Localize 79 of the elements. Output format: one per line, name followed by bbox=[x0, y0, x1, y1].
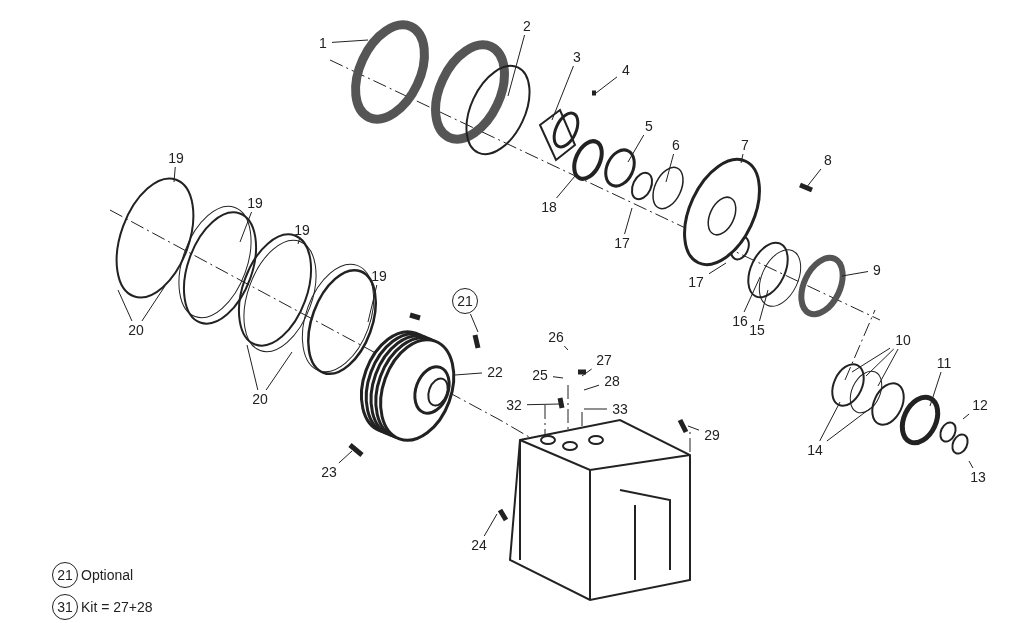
callout-number: 24 bbox=[471, 538, 487, 552]
leader-line bbox=[297, 238, 300, 245]
leader-line bbox=[331, 39, 369, 43]
leader-line bbox=[563, 345, 569, 351]
leader-line bbox=[758, 289, 769, 322]
callout-number: 33 bbox=[612, 402, 628, 416]
leader-line bbox=[805, 168, 822, 189]
callout-number: 25 bbox=[532, 368, 548, 382]
leader-line bbox=[929, 371, 942, 407]
leader-line bbox=[173, 166, 176, 183]
leader-line bbox=[665, 153, 675, 183]
leader-line bbox=[687, 425, 700, 431]
callout-number: 13 bbox=[970, 470, 986, 484]
leader-line bbox=[627, 134, 645, 163]
leader-line bbox=[583, 408, 608, 410]
leader-line bbox=[367, 284, 378, 323]
leader-line bbox=[624, 207, 633, 235]
callout-number: 28 bbox=[604, 374, 620, 388]
leader-line bbox=[819, 401, 841, 442]
callout-number: 12 bbox=[972, 398, 988, 412]
callout-number: 16 bbox=[732, 314, 748, 328]
callout-number: 3 bbox=[573, 50, 581, 64]
legend-note: Kit = 27+28 bbox=[81, 597, 153, 617]
leader-line bbox=[551, 65, 574, 121]
callout-number: 14 bbox=[807, 443, 823, 457]
leader-line bbox=[141, 285, 166, 322]
callout-number: 1 bbox=[319, 36, 327, 50]
callout-number: 19 bbox=[247, 196, 263, 210]
leader-line bbox=[469, 313, 479, 333]
callout-number: 20 bbox=[252, 392, 268, 406]
leader-line bbox=[526, 403, 561, 406]
callout-number: 26 bbox=[548, 330, 564, 344]
leader-line bbox=[454, 372, 483, 376]
callout-number: 29 bbox=[704, 428, 720, 442]
callout-number: 19 bbox=[294, 223, 310, 237]
leader-line bbox=[877, 348, 899, 387]
callout-number: 32 bbox=[506, 398, 522, 412]
leader-line bbox=[338, 450, 353, 464]
callout-number: 19 bbox=[168, 151, 184, 165]
callout-number: 18 bbox=[541, 200, 557, 214]
legend-note: Optional bbox=[81, 565, 134, 585]
callout-number: 2 bbox=[523, 19, 531, 33]
callout-number: 17 bbox=[688, 275, 704, 289]
callout-number: 11 bbox=[936, 356, 952, 370]
leader-line bbox=[962, 413, 970, 420]
circled-callout-number: 21 bbox=[452, 288, 478, 314]
leader-line bbox=[556, 175, 576, 199]
callout-number: 27 bbox=[596, 353, 612, 367]
callout-number: 23 bbox=[321, 465, 337, 479]
callout-number: 5 bbox=[645, 119, 653, 133]
leader-line bbox=[239, 211, 253, 243]
leader-line bbox=[740, 153, 744, 164]
leader-line bbox=[595, 76, 618, 94]
callout-number: 15 bbox=[749, 323, 765, 337]
leader-line bbox=[583, 384, 600, 391]
leader-line bbox=[743, 276, 761, 313]
leader-line bbox=[826, 406, 873, 442]
leader-line bbox=[507, 34, 526, 97]
leader-line bbox=[865, 348, 895, 377]
leader-line bbox=[851, 347, 891, 373]
leader-line bbox=[968, 460, 974, 469]
leader-line bbox=[117, 289, 133, 322]
callout-number: 20 bbox=[128, 323, 144, 337]
callout-number: 8 bbox=[824, 153, 832, 167]
callout-number: 7 bbox=[741, 138, 749, 152]
leader-line bbox=[581, 368, 593, 377]
callout-number: 19 bbox=[371, 269, 387, 283]
leader-line bbox=[841, 271, 869, 277]
callout-number: 6 bbox=[672, 138, 680, 152]
callout-number: 4 bbox=[622, 63, 630, 77]
callout-number: 22 bbox=[487, 365, 503, 379]
callout-number: 10 bbox=[895, 333, 911, 347]
leader-line bbox=[708, 262, 727, 275]
leader-line bbox=[483, 513, 498, 537]
leader-line bbox=[246, 344, 259, 391]
callout-number: 17 bbox=[614, 236, 630, 250]
leader-line bbox=[552, 376, 564, 379]
leader-line bbox=[265, 351, 293, 391]
callout-number: 9 bbox=[873, 263, 881, 277]
